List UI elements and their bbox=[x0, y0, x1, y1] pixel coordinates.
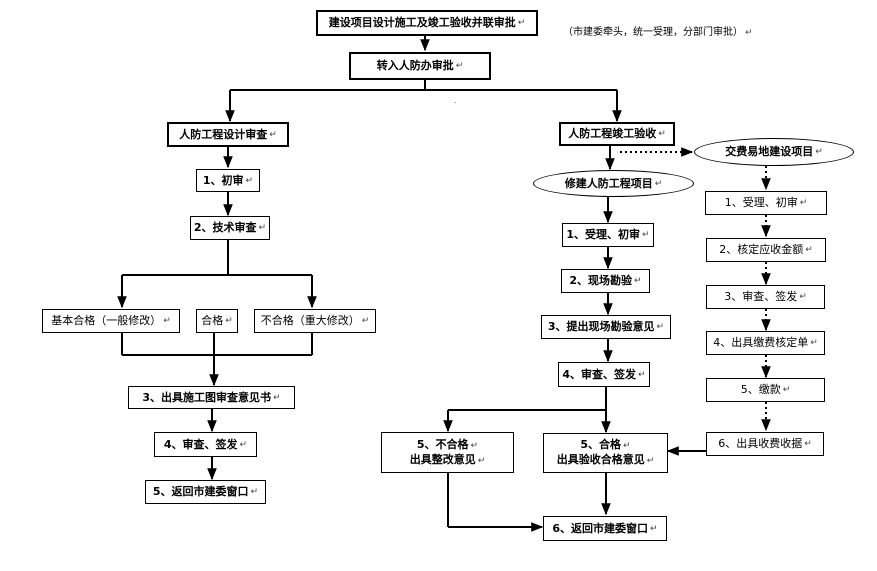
title-text: 建设项目设计施工及竣工验收并联审批 bbox=[328, 16, 516, 29]
build-project-ellipse: 修建人防工程项目↵ bbox=[533, 170, 694, 197]
fee-project-ellipse: 交费易地建设项目↵ bbox=[694, 138, 854, 166]
acc-step3-box: 3、提出现场勘验意见↵ bbox=[541, 315, 671, 339]
acc-step4-box: 4、审查、签发↵ bbox=[558, 362, 650, 387]
fee-step3-box: 3、审查、签发↵ bbox=[706, 285, 825, 309]
design-step5-box: 5、返回市建委窗口↵ bbox=[145, 480, 266, 504]
design-step1-box: 1、初审↵ bbox=[196, 169, 260, 192]
fee-step5-box: 5、缴款↵ bbox=[706, 378, 825, 402]
acc-step1-box: 1、受理、初审↵ bbox=[562, 223, 654, 247]
acc-fail-box: 5、不合格↵ 出具整改意见↵ bbox=[381, 432, 514, 473]
transfer-box: 转入人防办审批↵ bbox=[349, 52, 491, 80]
outcome-pass-box: 合格↵ bbox=[196, 309, 238, 333]
stray-dot: . bbox=[454, 96, 457, 105]
outcome-fail-box: 不合格（重大修改）↵ bbox=[254, 309, 376, 333]
acc-return-box: 6、返回市建委窗口↵ bbox=[543, 516, 667, 541]
title-box: 建设项目设计施工及竣工验收并联审批↵ bbox=[316, 10, 538, 36]
fee-step6-box: 6、出具收费收据↵ bbox=[706, 432, 824, 456]
fee-step4-box: 4、出具缴费核定单↵ bbox=[706, 331, 825, 355]
acc-step2-box: 2、现场勘验↵ bbox=[561, 269, 650, 293]
design-step4-box: 4、审查、签发↵ bbox=[154, 432, 257, 457]
acceptance-box: 人防工程竣工验收↵ bbox=[559, 122, 675, 146]
transfer-text: 转入人防办审批 bbox=[376, 59, 454, 72]
outcome-basic-box: 基本合格（一般修改）↵ bbox=[42, 309, 180, 333]
design-step2-box: 2、技术审查↵ bbox=[190, 216, 270, 240]
design-review-box: 人防工程设计审查↵ bbox=[167, 122, 289, 147]
design-step3-box: 3、出具施工图审查意见书↵ bbox=[128, 386, 295, 409]
title-note: （市建委牵头，统一受理，分部门审批）↵ bbox=[563, 27, 753, 38]
fee-step2-box: 2、核定应收金额↵ bbox=[706, 238, 826, 262]
fee-step1-box: 1、受理、初审↵ bbox=[705, 191, 827, 215]
acc-pass-box: 5、合格↵ 出具验收合格意见↵ bbox=[543, 433, 668, 473]
